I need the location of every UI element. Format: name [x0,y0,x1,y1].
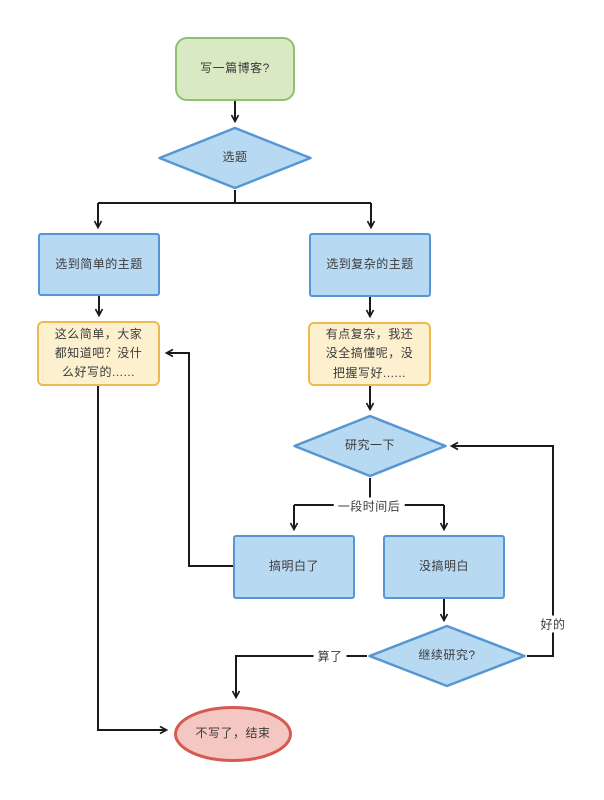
edge-forget-to-end [231,655,367,700]
node-start-label: 写一篇博客? [200,61,270,76]
node-complex-topic: 选到复杂的主题 [309,233,431,297]
diamond-shape [158,126,312,190]
node-understood-label: 搞明白了 [268,559,319,574]
ellipse-shape [174,706,292,762]
edge-understood-loop [164,348,233,567]
edge-label-forget-it: 算了 [313,647,347,665]
diamond-shape [293,414,447,478]
node-continue-research: 继续研究? [367,624,527,688]
diamond-shape [368,624,526,688]
edge-choose-split [98,190,371,204]
node-choose-topic: 选题 [157,126,313,190]
node-too-simple-label: 这么简单，大家都知道吧？没什么好写的...... [54,326,143,380]
node-understood: 搞明白了 [233,535,355,599]
node-simple-topic: 选到简单的主题 [38,233,160,296]
edge-label-after-a-while: 一段时间后 [333,497,405,515]
node-complex-topic-label: 选到复杂的主题 [326,257,414,272]
node-too-complex: 有点复杂，我还没全搞懂呢，没把握写好...... [308,322,431,386]
node-continue-research-label: 继续研究? [418,648,476,663]
node-too-simple: 这么简单，大家都知道吧？没什么好写的...... [37,321,160,386]
node-choose-topic-label: 选题 [222,150,248,165]
node-end: 不写了，结束 [173,705,293,763]
node-simple-topic-label: 选到简单的主题 [55,256,143,271]
edge-label-ok: 好的 [536,615,570,633]
node-research-label: 研究一下 [344,438,395,453]
node-not-understood: 没搞明白 [383,535,505,599]
node-research: 研究一下 [292,414,448,478]
edge-ok-loop [449,441,554,657]
node-end-label: 不写了，结束 [195,726,271,741]
node-start: 写一篇博客? [175,37,295,101]
node-not-understood-label: 没搞明白 [418,559,469,574]
edge-toosimple-to-end [97,386,169,735]
node-too-complex-label: 有点复杂，我还没全搞懂呢，没把握写好...... [325,327,414,380]
